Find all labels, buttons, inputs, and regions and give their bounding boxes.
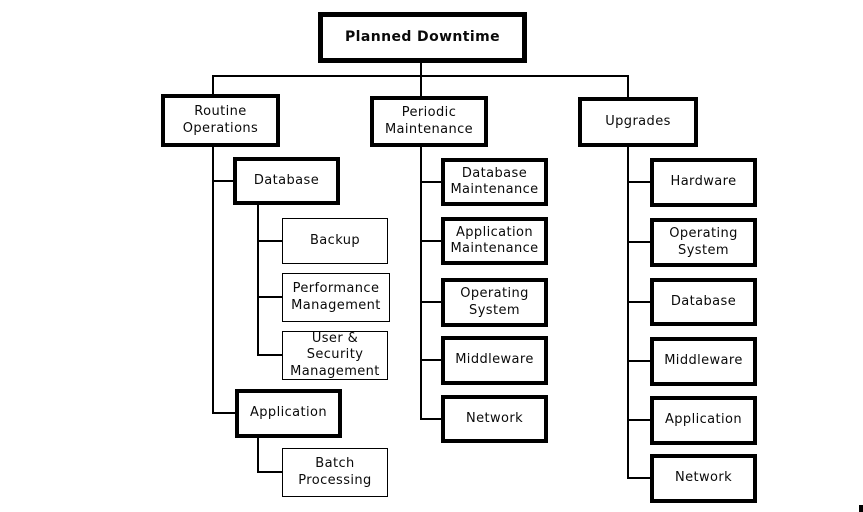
node-routine-operations: Routine Operations [161,94,280,147]
node-backup: Backup [282,218,388,264]
node-label: Operating System [669,226,738,258]
connector-stub-mw-maint [420,359,441,361]
node-label: Network [465,410,524,426]
node-label: Backup [309,232,361,248]
connector-stub-app-upg [627,419,650,421]
node-label: Planned Downtime [345,28,500,45]
node-label: Performance Management [291,281,381,313]
connector-stub-mw-upg [627,360,650,362]
node-label: Batch Processing [298,456,372,488]
connector-stub-nw-upg [627,477,650,479]
connector-stub-database [212,180,233,182]
connector-drop-right [627,75,629,97]
connector-stub-usersecurity [257,354,282,356]
connector-upgrades-stem [627,147,629,479]
connector-routine-stem [212,147,214,414]
node-operating-system-maintenance: Operating System [441,278,548,327]
connector-stub-os-upg [627,241,650,243]
node-database-maintenance: Database Maintenance [441,158,548,206]
node-label: Upgrades [605,113,671,129]
node-batch-processing: Batch Processing [282,448,388,497]
node-application: Application [235,389,342,438]
node-label: Periodic Maintenance [384,105,474,137]
connector-stub-hardware [627,181,650,183]
node-user-security-management: User & Security Management [282,331,388,380]
node-periodic-maintenance: Periodic Maintenance [370,96,488,147]
node-performance-management: Performance Management [282,273,390,322]
node-label: Database Maintenance [450,165,539,197]
node-label: Database [253,172,320,188]
node-label: Application [249,405,328,421]
node-hardware-upgrade: Hardware [650,158,757,207]
node-database-upgrade: Database [650,278,757,326]
connector-stub-db-maint [420,181,441,183]
node-label: Network [674,470,733,486]
node-application-maintenance: Application Maintenance [441,217,548,265]
node-operating-system-upgrade: Operating System [650,218,757,267]
node-upgrades: Upgrades [578,97,698,147]
connector-top-horizontal [212,75,629,77]
connector-stub-performance [257,296,282,298]
node-label: Database [670,293,737,309]
connector-root-stem [420,63,422,96]
node-network-upgrade: Network [650,454,757,503]
node-network-maintenance: Network [441,395,548,443]
connector-stub-application [212,412,235,414]
node-label: Hardware [670,174,737,190]
connector-stub-os-maint [420,301,441,303]
node-planned-downtime: Planned Downtime [318,12,527,63]
node-application-upgrade: Application [650,396,757,445]
connector-stub-db-upg [627,301,650,303]
node-label: Middleware [455,352,534,368]
connector-stub-nw-maint [420,418,441,420]
scan-artifact-mark [859,505,863,512]
node-label: User & Security Management [290,331,380,379]
node-label: Operating System [460,286,529,318]
connector-drop-left [212,75,214,94]
connector-stub-batch [257,471,282,473]
connector-stub-backup [257,240,282,242]
node-label: Routine Operations [182,104,259,136]
connector-database-stem [257,205,259,356]
node-middleware-maintenance: Middleware [441,336,548,385]
connector-application-stem [257,438,259,473]
node-label: Middleware [664,353,743,369]
node-label: Application Maintenance [450,224,539,256]
connector-stub-app-maint [420,240,441,242]
connector-periodic-stem [420,147,422,420]
node-label: Application [664,412,743,428]
node-database: Database [233,157,340,205]
node-middleware-upgrade: Middleware [650,337,757,386]
